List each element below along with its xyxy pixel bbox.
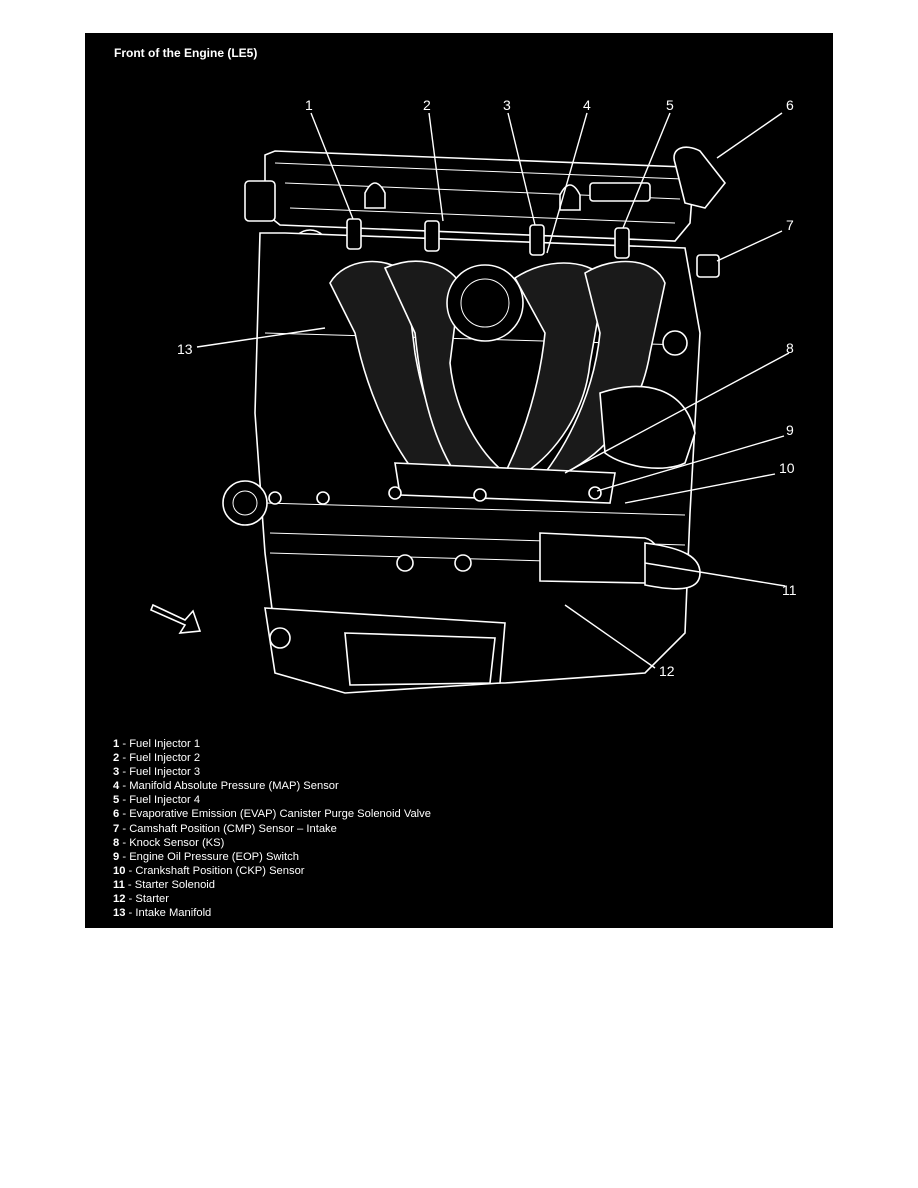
legend-item: 13 - Intake Manifold — [113, 907, 212, 920]
diagram-panel: 1 2 3 4 5 6 7 8 9 10 11 12 13 Front of t… — [85, 33, 833, 928]
callout-labels: 1 2 3 4 5 6 7 8 9 10 11 12 13 — [177, 97, 797, 679]
legend-item: 6 - Evaporative Emission (EVAP) Canister… — [113, 808, 431, 821]
legend-item: 9 - Engine Oil Pressure (EOP) Switch — [113, 850, 299, 863]
figure-title: Front of the Engine (LE5) — [114, 46, 258, 60]
callout-8: 8 — [786, 340, 794, 356]
legend-item: 5 - Fuel Injector 4 — [113, 794, 201, 807]
callout-2: 2 — [423, 97, 431, 113]
callout-1: 1 — [305, 97, 313, 113]
callout-11: 11 — [782, 582, 797, 598]
legend-item: 1 - Fuel Injector 1 — [113, 738, 201, 750]
engine-diagram: 1 2 3 4 5 6 7 8 9 10 11 12 13 — [149, 97, 797, 694]
callout-3: 3 — [503, 97, 511, 113]
legend-item: 4 - Manifold Absolute Pressure (MAP) Sen… — [113, 780, 339, 793]
legend-item: 7 - Camshaft Position (CMP) Sensor – Int… — [113, 822, 337, 835]
callout-7: 7 — [786, 217, 794, 233]
callout-6: 6 — [786, 97, 794, 113]
legend-item: 2 - Fuel Injector 2 — [113, 752, 201, 765]
legend-item: 3 - Fuel Injector 3 — [113, 766, 201, 779]
engine-illustration — [149, 146, 727, 694]
callout-13: 13 — [177, 341, 193, 357]
callout-4: 4 — [583, 97, 591, 113]
legend-item: 10 - Crankshaft Position (CKP) Sensor — [113, 864, 305, 877]
callout-9: 9 — [786, 422, 794, 438]
legend-item: 11 - Starter Solenoid — [113, 878, 216, 891]
leader-lines — [196, 112, 790, 669]
callout-5: 5 — [666, 97, 674, 113]
callout-12: 12 — [659, 663, 675, 679]
legend-item: 12 - Starter — [113, 893, 169, 906]
callout-10: 10 — [779, 460, 795, 476]
legend-item: 8 - Knock Sensor (KS) — [113, 836, 225, 849]
legend: 1 - Fuel Injector 1 2 - Fuel Injector 2 … — [113, 737, 431, 920]
